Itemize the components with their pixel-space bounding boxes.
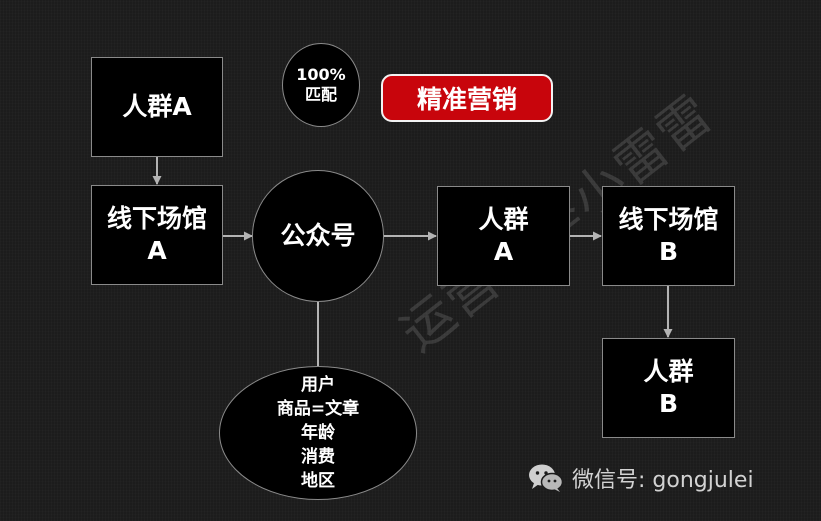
wechat-label: 微信号: gongjulei [572,468,754,493]
wechat-id: 微信号: gongjulei [528,460,754,496]
wechat-icon [529,464,564,492]
attribute-consumption: 消费 [301,447,335,467]
crowd-a-mid-node: 人群 A [437,186,570,286]
official-account-node: 公众号 [252,170,384,302]
crowd-a-mid-line2: A [493,237,514,266]
official-account-label: 公众号 [280,221,356,250]
attribute-product-article: 商品=文章 [276,399,360,419]
precision-marketing-label: 精准营销 [416,85,517,114]
crowd-a-label: 人群A [122,92,192,121]
crowd-a-node: 人群A [91,57,223,157]
precision-marketing-tag: 精准营销 [381,74,553,122]
crowd-b-line1: 人群 [643,357,694,386]
offline-venue-b-node: 线下场馆 B [602,186,735,286]
offline-venue-a-line1: 线下场馆 [106,204,207,233]
match-percent: 100% [296,65,346,84]
crowd-b-line2: B [658,389,679,418]
user-attributes-ellipse: 用户 商品=文章 年龄 消费 地区 [219,366,417,500]
offline-venue-b-line1: 线下场馆 [618,205,719,234]
attribute-region: 地区 [301,471,335,491]
offline-venue-a-node: 线下场馆 A [91,185,223,285]
crowd-a-mid-line1: 人群 [478,205,529,234]
offline-venue-a-line2: A [147,236,167,265]
match-label: 匹配 [304,85,337,104]
attribute-age: 年龄 [301,423,335,443]
crowd-b-node: 人群 B [602,338,735,438]
attribute-user: 用户 [301,375,335,395]
offline-venue-b-line2: B [658,237,679,266]
match-badge: 100% 匹配 [282,43,360,127]
